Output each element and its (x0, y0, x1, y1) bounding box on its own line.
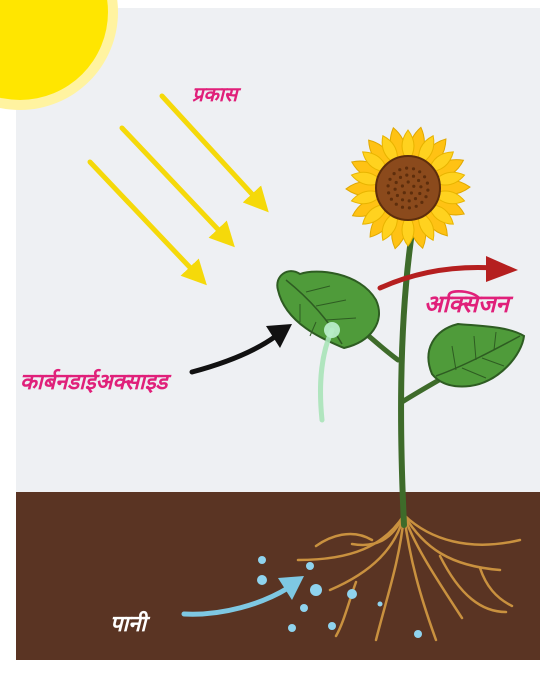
flower-seed (426, 189, 429, 192)
flower-seed (408, 199, 411, 202)
sky-background (16, 8, 540, 495)
flower-seed (412, 185, 415, 188)
flower-seed (418, 192, 421, 195)
flower-seed (426, 182, 429, 185)
water-label: पानी (110, 614, 146, 636)
flower-seed (395, 181, 398, 184)
flower-seed (388, 178, 391, 181)
flower-seed (393, 172, 396, 175)
flower-seed (412, 167, 415, 170)
flower-seed (401, 198, 404, 201)
flower-seed (401, 184, 404, 187)
light-label: प्रकास (192, 84, 237, 104)
flower-seed (423, 175, 426, 178)
flower-seed (420, 201, 423, 204)
flower-seed (408, 206, 411, 209)
carbon-dioxide-label: कार्बनडाईअक्साइड (20, 372, 167, 394)
flower-seed (403, 191, 406, 194)
flower-seed (390, 198, 393, 201)
flower-seed (405, 174, 408, 177)
oxygen-label: अक्सिजन (424, 292, 509, 316)
flower-seed (419, 185, 422, 188)
flower-seed (418, 170, 421, 173)
flower-seed (394, 188, 397, 191)
flower-center (376, 156, 440, 220)
flower-seed (395, 203, 398, 206)
flower-seed (387, 191, 390, 194)
flower-seed (424, 195, 427, 198)
flower-seed (412, 175, 415, 178)
flower-seed (396, 194, 399, 197)
flower-seed (415, 205, 418, 208)
flower-seed (405, 167, 408, 170)
flower-seed (407, 180, 410, 183)
soil (16, 492, 540, 660)
flower-seed (414, 197, 417, 200)
flower-seed (417, 179, 420, 182)
flower-seed (399, 176, 402, 179)
flower-seed (410, 191, 413, 194)
flower-seed (387, 184, 390, 187)
flower-seed (401, 206, 404, 209)
flower-seed (398, 168, 401, 171)
